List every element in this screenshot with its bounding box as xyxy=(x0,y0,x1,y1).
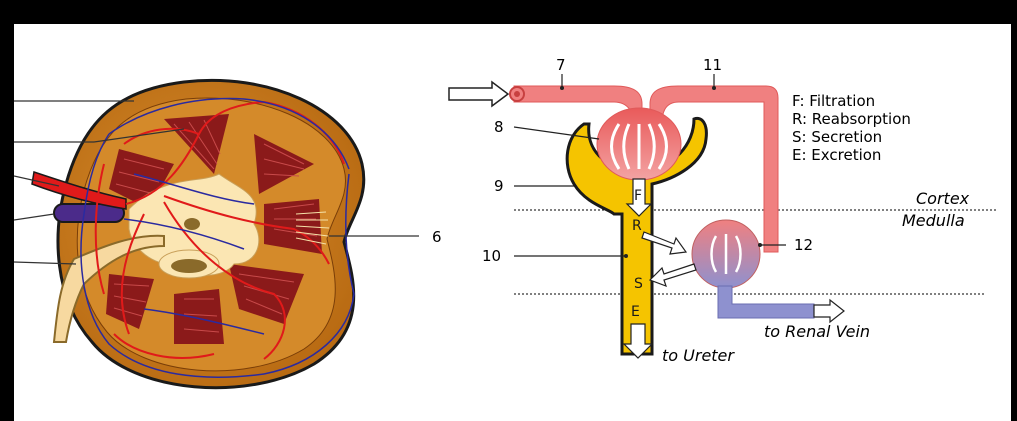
flow-letter-e: E xyxy=(631,304,640,320)
inflow-arrow xyxy=(449,82,508,106)
label-8: 8 xyxy=(494,118,504,136)
renal-vein-arrow xyxy=(814,300,844,322)
kidney-nephron-diagram: 6 xyxy=(14,24,1011,421)
legend-secretion: S: Secretion xyxy=(792,128,882,146)
pyramid xyxy=(174,289,224,344)
flow-letter-r: R xyxy=(632,218,642,234)
secretion-arrow xyxy=(650,264,696,286)
label-10: 10 xyxy=(482,247,501,265)
flow-letter-s: S xyxy=(634,276,643,292)
venule xyxy=(718,286,814,318)
legend-reabsorption: R: Reabsorption xyxy=(792,110,911,128)
legend: F: Filtration R: Reabsorption S: Secreti… xyxy=(792,92,911,164)
nephron: F R S E 7 11 xyxy=(449,56,996,365)
calyx-shadow xyxy=(171,259,207,273)
to-renal-vein-label: to Renal Vein xyxy=(764,322,870,341)
kidney: 6 xyxy=(14,80,442,387)
zone-medulla-label: Medulla xyxy=(902,211,965,230)
label-7: 7 xyxy=(556,56,566,74)
legend-excretion: E: Excretion xyxy=(792,146,881,164)
calyx-shadow xyxy=(184,218,200,230)
diagram-canvas: 6 xyxy=(14,24,1011,421)
label-11: 11 xyxy=(703,56,722,74)
label-9: 9 xyxy=(494,177,504,195)
legend-filtration: F: Filtration xyxy=(792,92,875,110)
flow-letter-f: F xyxy=(634,188,642,204)
label-12: 12 xyxy=(794,236,813,254)
to-ureter-label: to Ureter xyxy=(662,346,735,365)
zone-cortex-label: Cortex xyxy=(916,189,970,208)
label-6: 6 xyxy=(432,228,442,246)
